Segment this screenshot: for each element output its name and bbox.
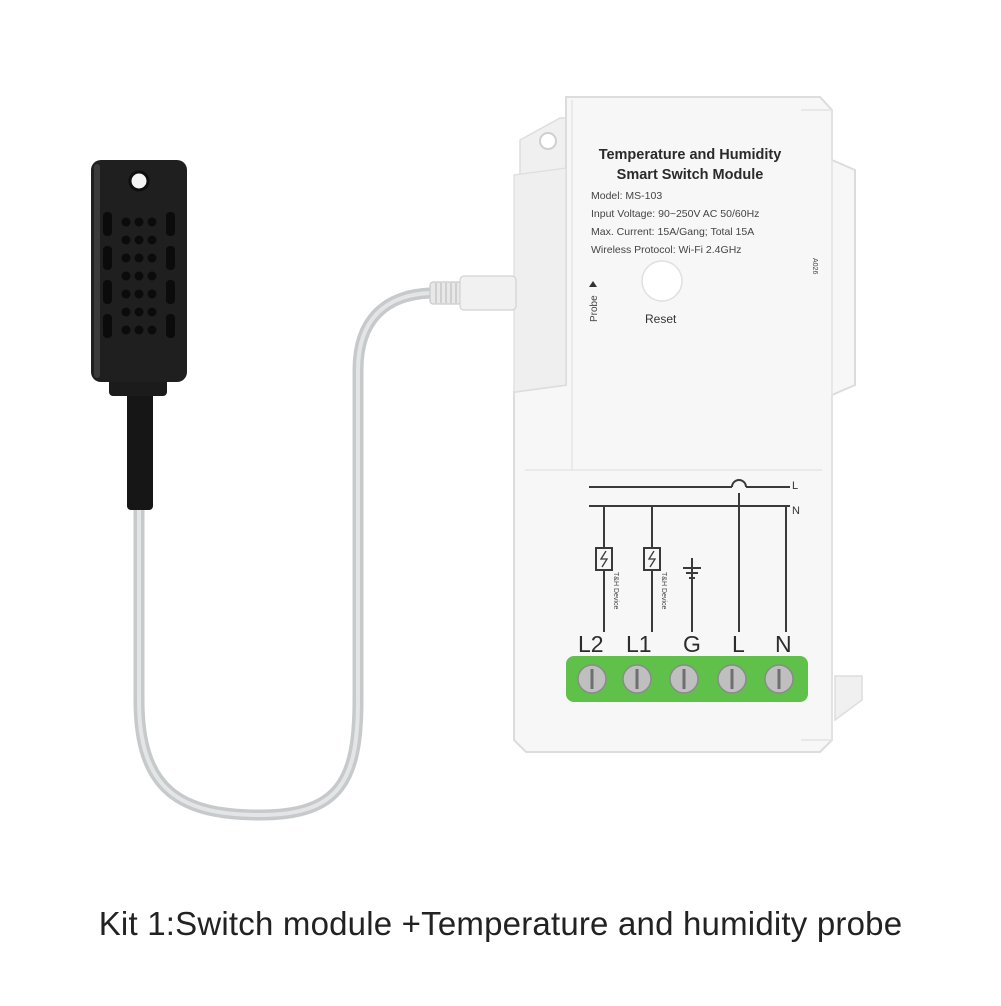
terminal-label-l: L: [732, 631, 745, 657]
terminal-label-n: N: [775, 631, 792, 657]
temperature-humidity-probe: [91, 160, 187, 382]
voltage-spec: Input Voltage: 90~250V AC 50/60Hz: [591, 208, 760, 220]
probe-mount-hole: [128, 170, 150, 192]
bus-label-l: L: [792, 480, 799, 492]
device-label-l1: T&H Device: [660, 572, 667, 610]
probe-vent-holes: [103, 212, 175, 338]
probe-port-label: Probe: [589, 295, 600, 322]
device-label-l2: T&H Device: [612, 572, 619, 610]
terminal-label-l1: L1: [626, 631, 652, 657]
terminal-label-l2: L2: [578, 631, 604, 657]
current-spec: Max. Current: 15A/Gang; Total 15A: [591, 226, 755, 238]
mount-ear-hole: [539, 132, 557, 150]
terminal-label-g: G: [683, 631, 701, 657]
module-title-line2: Smart Switch Module: [616, 167, 764, 183]
probe-strain-relief: [127, 390, 153, 510]
kit-caption: Kit 1:Switch module +Temperature and hum…: [98, 905, 903, 942]
side-code: A026: [811, 258, 818, 275]
switch-module-body: [429, 96, 863, 753]
wiring-diagram: [589, 479, 790, 632]
model-spec: Model: MS-103: [591, 190, 663, 202]
module-title-line1: Temperature and Humidity: [598, 147, 782, 163]
reset-button-label: Reset: [645, 312, 677, 326]
protocol-spec: Wireless Protocol: Wi-Fi 2.4GHz: [591, 244, 742, 256]
terminal-screws: [577, 664, 794, 694]
reset-button-shape: [641, 260, 683, 302]
bus-label-n: N: [792, 505, 800, 517]
